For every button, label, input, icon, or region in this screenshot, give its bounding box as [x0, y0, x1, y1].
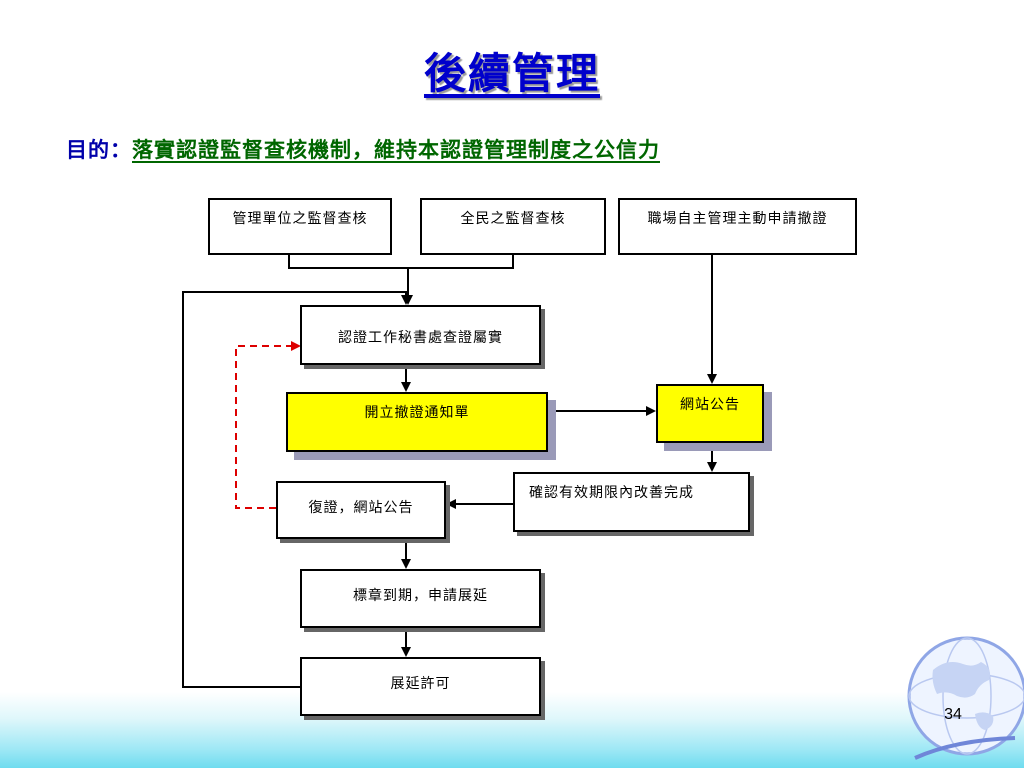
purpose-text: 落實認證監督查核機制，維持本認證管理制度之公信力 — [132, 137, 660, 162]
node-expire: 標章到期，申請展延 — [300, 569, 541, 628]
node-revoke-notice: 開立撤證通知單 — [286, 392, 548, 452]
node-extend: 展延許可 — [300, 657, 541, 716]
purpose-line: 目的：落實認證監督查核機制，維持本認證管理制度之公信力 — [66, 134, 660, 164]
node-mgmt-audit: 管理單位之監督查核 — [208, 198, 392, 255]
node-restore: 復證，網站公告 — [276, 481, 446, 539]
purpose-label: 目的： — [66, 137, 132, 162]
node-web-notice: 網站公告 — [656, 384, 764, 443]
node-self-revoke: 職場自主管理主動申請撤證 — [618, 198, 857, 255]
slide-title: 後續管理 — [423, 49, 600, 98]
node-public-audit: 全民之監督查核 — [420, 198, 606, 255]
connector-audits-merge — [288, 255, 514, 269]
node-verify: 認證工作秘書處查證屬實 — [300, 305, 541, 365]
arrow-extend-loop-to-verify — [182, 291, 411, 688]
node-confirm-fix: 確認有效期限內改善完成 — [513, 472, 750, 532]
arrow-restore-feedback-to-verify — [235, 341, 301, 509]
page-number: 34 — [944, 706, 962, 723]
globe-logo-icon — [907, 636, 1024, 760]
